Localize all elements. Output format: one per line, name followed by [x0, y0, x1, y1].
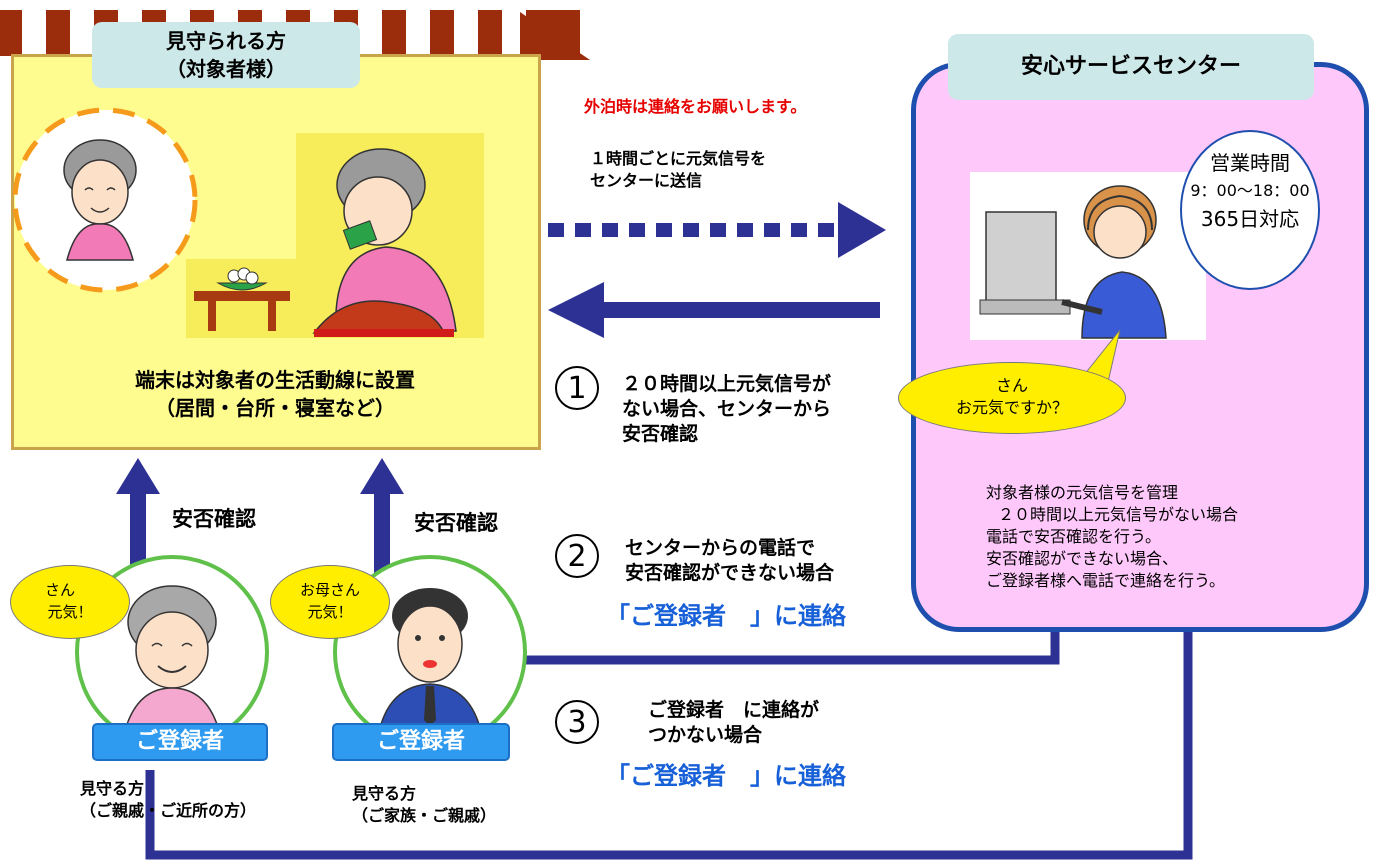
- son-portrait-icon: [333, 555, 527, 749]
- step-1-text: ２０時間以上元気信号が ない場合、センターから 安否確認: [622, 372, 831, 447]
- elderly-woman-eating-icon: [186, 133, 484, 338]
- line-son-to-center: [515, 628, 1060, 665]
- step-1-line1: ２０時間以上元気信号が: [622, 373, 832, 395]
- grandmother-speech-bubble: さん 元気！: [10, 565, 130, 639]
- registrant-role-2-line1: 見守る方: [352, 784, 417, 803]
- center-desc-line4: 安否確認ができない場合、: [986, 549, 1179, 568]
- arrow-up-icon: [116, 458, 160, 574]
- hours-title: 営業時間: [1210, 151, 1290, 175]
- hours-days: 365日対応: [1200, 207, 1300, 231]
- business-hours-circle: 営業時間 9：00～18：00 365日対応: [1180, 130, 1320, 290]
- signal-text: １時間ごとに元気信号を センターに送信: [590, 148, 766, 192]
- subject-title-tag: 見守られる方 （対象者様）: [92, 22, 360, 88]
- center-desc-line1: 対象者様の元気信号を管理: [986, 483, 1179, 502]
- registrant-role-1-line1: 見守る方: [80, 779, 145, 798]
- grandmother-bubble-line1: さん: [45, 581, 76, 599]
- elderly-woman-portrait-icon: [12, 107, 198, 293]
- operator-speech-bubble: さん お元気ですか？: [898, 362, 1126, 434]
- step-2-line2: 安否確認ができない場合: [625, 562, 835, 584]
- speech-line1: さん: [995, 376, 1028, 395]
- overnight-note: 外泊時は連絡をお願いします。: [584, 97, 807, 116]
- speech-line2: お元気ですか？: [955, 398, 1068, 417]
- registrant-pill-1-label: ご登録者: [135, 729, 224, 754]
- device-placement-text: 端末は対象者の生活動線に設置 （居間・台所・寝室など）: [40, 366, 510, 422]
- step-2-text: センターからの電話で 安否確認ができない場合: [625, 536, 834, 586]
- center-description: 対象者様の元気信号を管理 ２０時間以上元気信号がない場合 電話で安否確認を行う。…: [986, 482, 1238, 592]
- device-line2: （居間・台所・寝室など）: [155, 396, 395, 420]
- center-desc-line5: ご登録者様へ電話で連絡を行う。: [986, 571, 1226, 590]
- step-2-number: 2: [555, 534, 599, 578]
- step-3-line1: ご登録者 に連絡が: [648, 699, 820, 721]
- step-1-number: 1: [555, 366, 599, 410]
- step-3-text: ご登録者 に連絡が つかない場合: [648, 698, 819, 748]
- subject-title-line1: 見守られる方: [166, 29, 286, 53]
- check-label-2: 安否確認: [414, 511, 498, 535]
- grandmother-bubble-line2: 元気！: [47, 603, 93, 621]
- registrant-role-1-line2: （ご親戚・ご近所の方）: [80, 801, 257, 820]
- son-bubble-line1: お母さん: [299, 581, 360, 599]
- step-3-contact: 「ご登録者 」に連絡: [606, 762, 846, 790]
- step-3-line2: つかない場合: [648, 724, 763, 746]
- arrow-left-icon: [548, 282, 880, 338]
- operator-at-computer-icon: [970, 172, 1206, 340]
- registrant-role-2: 見守る方 （ご家族・ご親戚）: [352, 783, 496, 827]
- registrant-pill-1: ご登録者: [92, 723, 268, 761]
- registrant-pill-2-label: ご登録者: [376, 729, 465, 754]
- center-desc-line3: 電話で安否確認を行う。: [986, 527, 1162, 546]
- signal-line2: センターに送信: [590, 171, 703, 190]
- step-1-line2: ない場合、センターから: [622, 398, 832, 420]
- step-3-number: 3: [555, 700, 599, 744]
- arrow-up-icon: [360, 458, 404, 574]
- registrant-role-2-line2: （ご家族・ご親戚）: [352, 806, 497, 825]
- dotted-arrow-right-icon: [548, 202, 886, 258]
- son-speech-bubble: お母さん 元気！: [270, 565, 390, 639]
- step-1-line3: 安否確認: [622, 423, 699, 445]
- son-bubble-line2: 元気！: [307, 603, 353, 621]
- registrant-pill-2: ご登録者: [332, 723, 510, 761]
- center-title-tag: 安心サービスセンター: [948, 34, 1314, 100]
- center-desc-line2: ２０時間以上元気信号がない場合: [998, 505, 1239, 524]
- line-grandma-to-center: [145, 628, 1193, 860]
- center-title: 安心サービスセンター: [1020, 54, 1241, 79]
- registrant-role-1: 見守る方 （ご親戚・ご近所の方）: [80, 778, 256, 822]
- step-2-contact: 「ご登録者 」に連絡: [606, 602, 846, 630]
- device-line1: 端末は対象者の生活動線に設置: [135, 368, 415, 392]
- hours-time: 9：00～18：00: [1190, 181, 1310, 200]
- step-2-line1: センターからの電話で: [625, 537, 816, 559]
- check-label-1: 安否確認: [172, 507, 256, 531]
- signal-line1: １時間ごとに元気信号を: [590, 149, 767, 168]
- subject-title-line2: （対象者様）: [166, 57, 286, 81]
